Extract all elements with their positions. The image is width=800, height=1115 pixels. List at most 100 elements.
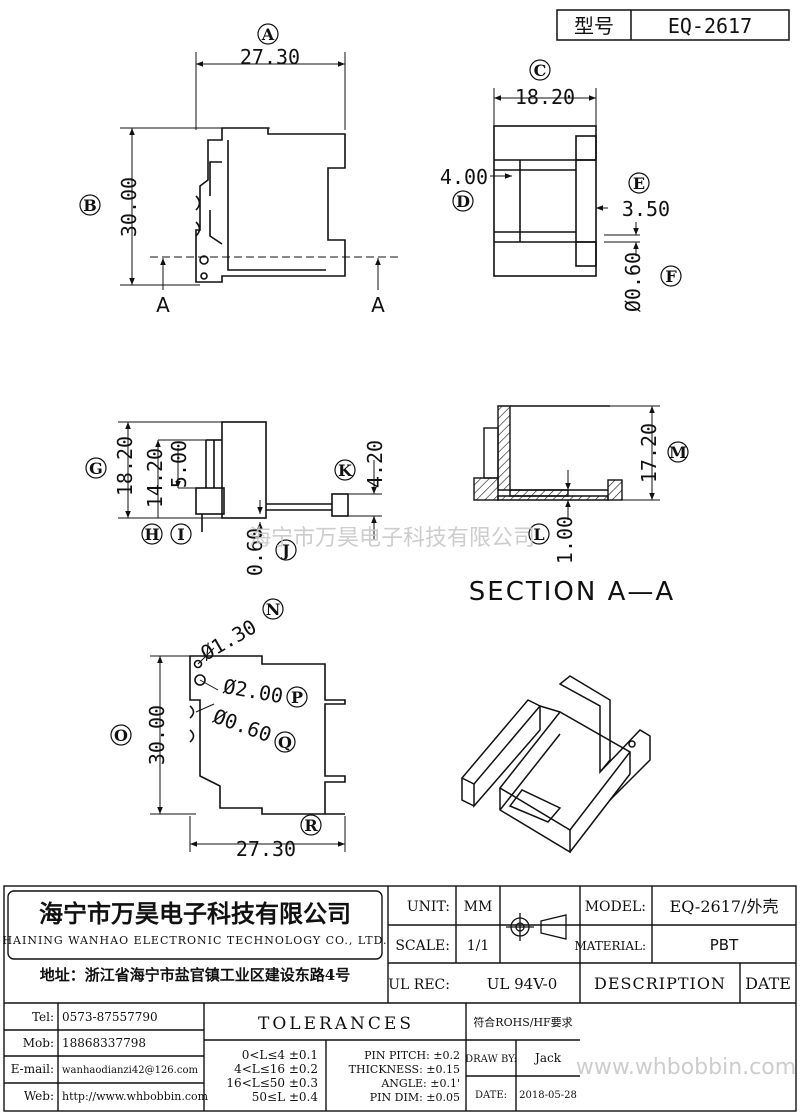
profile-view xyxy=(195,421,349,532)
dim-30-00-top: 30.00 xyxy=(117,177,141,237)
balloon-J: J xyxy=(275,539,297,561)
dim-0-60-profile: 0.60 xyxy=(243,528,267,576)
dim-18-20-side: 18.20 xyxy=(515,85,575,109)
dim-17-20: 17.20 xyxy=(637,423,661,483)
svg-text:J: J xyxy=(280,541,290,560)
material-label: MATERIAL: xyxy=(574,939,646,953)
model-value: EQ-2617 xyxy=(668,14,752,38)
draw-by-label: DRAW BY: xyxy=(465,1054,517,1065)
svg-text:Q: Q xyxy=(278,733,292,752)
contact-web-label: Web: xyxy=(24,1089,54,1103)
tolerances-title: TOLERANCES xyxy=(258,1014,414,1034)
dim-4-20: 4.20 xyxy=(363,440,387,488)
date-header: DATE xyxy=(745,974,791,993)
balloon-M: M xyxy=(667,441,689,463)
scale-label: SCALE: xyxy=(395,938,450,954)
dim-14-20: 14.20 xyxy=(143,448,167,508)
balloon-E: E xyxy=(628,172,650,194)
title-block xyxy=(3,885,797,1112)
svg-text:M: M xyxy=(669,443,687,462)
contact-tel-label: Tel: xyxy=(32,1010,54,1024)
unit-value: MM xyxy=(464,899,493,915)
svg-text:C: C xyxy=(534,61,547,80)
section-marker-left: A xyxy=(156,293,170,317)
svg-text:F: F xyxy=(665,267,677,286)
dim-30-00-back: 30.00 xyxy=(145,705,169,765)
tol-angle: ANGLE: ±0.1' xyxy=(380,1077,460,1090)
svg-text:H: H xyxy=(144,525,159,544)
contact-tel-value: 0573-87557790 xyxy=(62,1010,158,1024)
balloon-D: D xyxy=(452,190,474,212)
balloon-F: F xyxy=(660,265,682,287)
contact-web-value: http://www.whbobbin.com xyxy=(62,1090,209,1103)
dim-18-20-profile: 18.20 xyxy=(113,436,137,496)
contact-email-label: E-mail: xyxy=(11,1062,54,1076)
model-field-value: EQ-2617/外壳 xyxy=(670,897,779,916)
scale-value: 1/1 xyxy=(467,938,490,954)
dim-dia-1-30: Ø1.30 xyxy=(196,614,260,665)
contact-email-value: wanhaodianzi42@126.com xyxy=(62,1065,198,1076)
svg-text:G: G xyxy=(89,459,103,478)
balloon-N: N xyxy=(262,598,284,620)
model-label: 型号 xyxy=(574,14,614,38)
dim-4-00: 4.00 xyxy=(440,165,488,189)
svg-text:R: R xyxy=(304,816,318,835)
section-view xyxy=(473,405,623,501)
material-value: PBT xyxy=(710,936,739,954)
balloon-I: I xyxy=(170,523,192,545)
tol-range-1: 0<L≤4 ±0.1 xyxy=(242,1048,318,1062)
section-marker-right: A xyxy=(371,293,385,317)
draw-by-value: Jack xyxy=(533,1051,562,1065)
date-label: DATE: xyxy=(475,1090,507,1101)
svg-text:E: E xyxy=(633,174,645,193)
side-view xyxy=(493,125,597,277)
projection-symbol xyxy=(506,913,567,941)
dim-dia-2-00: Ø2.00 xyxy=(221,674,284,708)
watermark-url: www.whbobbin.com xyxy=(576,1055,796,1080)
dim-dia-0-60: Ø0.60 xyxy=(210,704,275,747)
description-header: DESCRIPTION xyxy=(594,974,726,993)
dim-27-30-top: 27.30 xyxy=(240,45,300,69)
rohs-note: 符合ROHS/HF要求 xyxy=(473,1015,572,1029)
svg-text:I: I xyxy=(177,525,184,544)
company-name-cn: 海宁市万昊电子科技有限公司 xyxy=(39,899,351,928)
svg-text:L: L xyxy=(533,525,544,544)
balloon-B: B xyxy=(79,194,101,216)
company-address: 地址：浙江省海宁市盐官镇工业区建设东路4号 xyxy=(40,966,350,984)
balloon-O: O xyxy=(110,724,132,746)
dim-3-50: 3.50 xyxy=(622,197,670,221)
model-title-box: 型号 EQ-2617 xyxy=(556,9,790,41)
ul-rec-value: UL 94V-0 xyxy=(487,975,558,993)
tol-thickness: THICKNESS: ±0.15 xyxy=(349,1063,460,1076)
front-view-dims xyxy=(120,52,400,290)
back-view xyxy=(189,655,346,815)
balloon-P: P xyxy=(286,686,308,708)
balloon-K: K xyxy=(334,459,356,481)
side-view-dims xyxy=(490,88,640,256)
ul-rec-label: UL REC: xyxy=(388,977,450,993)
balloon-Q: Q xyxy=(274,731,296,753)
tol-range-2: 4<L≤16 ±0.2 xyxy=(234,1062,318,1076)
tol-pin-pitch: PIN PITCH: ±0.2 xyxy=(364,1049,460,1062)
profile-view-dims xyxy=(118,421,382,540)
svg-text:K: K xyxy=(338,461,353,480)
contact-mob-value: 18868337798 xyxy=(62,1036,146,1050)
balloon-R: R xyxy=(300,814,322,836)
balloon-A: A xyxy=(257,23,279,45)
svg-text:D: D xyxy=(456,192,470,211)
contact-mob-label: Mob: xyxy=(23,1036,54,1050)
balloon-C: C xyxy=(529,59,551,81)
watermark-text: 海宁市万昊电子科技有限公司 xyxy=(249,526,535,551)
isometric-view xyxy=(460,675,651,854)
tol-range-4: 50≤L ±0.4 xyxy=(252,1090,319,1104)
section-title: SECTION A—A xyxy=(469,577,675,607)
dim-5-00: 5.00 xyxy=(167,440,191,488)
tol-range-3: 16<L≤50 ±0.3 xyxy=(226,1076,318,1090)
dim-0-60-side: Ø0.60 xyxy=(621,252,645,312)
svg-text:N: N xyxy=(266,600,281,619)
unit-label: UNIT: xyxy=(407,899,450,915)
svg-text:A: A xyxy=(261,25,275,44)
back-view-dims xyxy=(150,647,346,852)
date-value: 2018-05-28 xyxy=(519,1090,577,1101)
front-view xyxy=(195,127,346,283)
